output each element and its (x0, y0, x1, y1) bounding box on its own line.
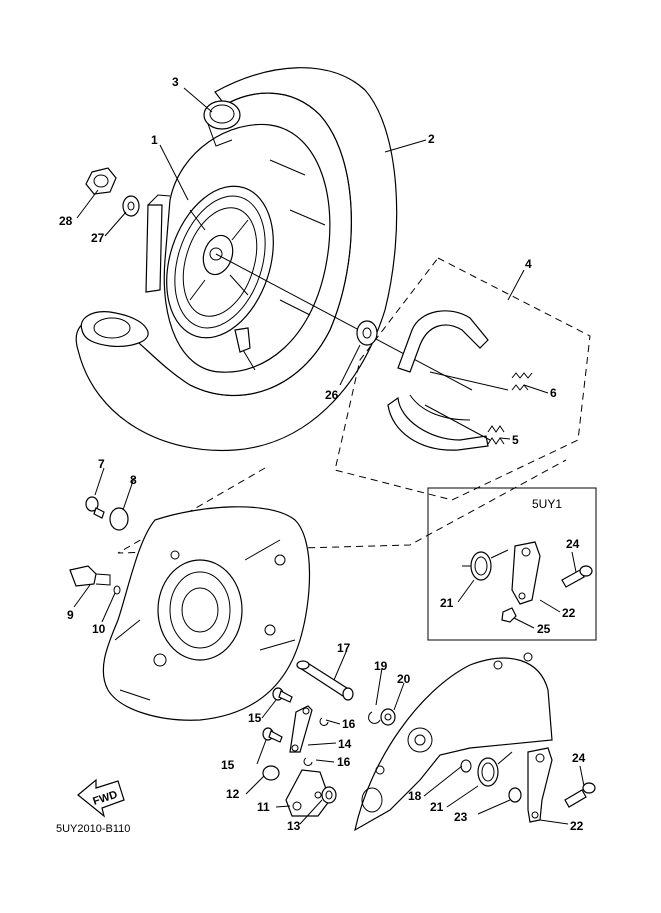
callout-3: 3 (172, 75, 179, 89)
axle-nut (85, 167, 117, 195)
callout-18: 18 (408, 789, 422, 803)
circlip-19 (368, 711, 381, 724)
wheel-rim (145, 123, 331, 373)
return-spring-21b (477, 751, 513, 787)
callout-1: 1 (151, 133, 158, 147)
cap-washer (262, 765, 280, 781)
callout-16a: 16 (342, 717, 356, 731)
variant-inset-box (427, 487, 597, 641)
callout-14: 14 (338, 737, 352, 751)
brake-shoe-kit-outline (334, 257, 591, 501)
callout-19: 19 (374, 659, 388, 673)
callout-6: 6 (550, 386, 557, 400)
circlip-13 (321, 786, 337, 804)
callout-25: 25 (537, 622, 551, 636)
axle-centerline (215, 253, 473, 391)
callout-27: 27 (91, 231, 105, 245)
callout-17: 17 (337, 641, 351, 655)
callout-22a: 22 (562, 606, 576, 620)
callout-11: 11 (257, 800, 270, 814)
rear-tire (75, 67, 398, 452)
callout-8: 8 (130, 473, 137, 487)
drain-bolt (85, 496, 105, 519)
inset-bolt (561, 565, 593, 588)
callout-15b: 15 (221, 758, 235, 772)
plain-washer (122, 195, 140, 217)
leader-lines (73, 87, 585, 825)
callout-22b: 22 (570, 819, 584, 833)
bolt-15a (272, 687, 293, 703)
gasket-washer (109, 507, 129, 531)
diagram-code: 5UY2010-B110 (56, 823, 130, 835)
brake-camshaft (296, 660, 354, 701)
callout-12: 12 (226, 787, 240, 801)
callout-13: 13 (287, 819, 301, 833)
callout-26: 26 (325, 388, 339, 402)
camshaft-lever (289, 705, 313, 753)
callout-15a: 15 (248, 711, 262, 725)
drive-cover (354, 652, 553, 832)
callout-24b: 24 (572, 751, 586, 765)
callout-7: 7 (98, 457, 105, 471)
washer-20 (380, 708, 396, 726)
callout-4: 4 (525, 257, 532, 271)
bolt-24b (564, 782, 596, 808)
callout-10: 10 (92, 622, 106, 636)
inset-brake-lever (511, 541, 541, 605)
thrust-washer (356, 320, 378, 346)
callout-23: 23 (454, 810, 468, 824)
o-ring (113, 585, 121, 595)
fwd-arrow-icon: FWD (77, 778, 125, 818)
brake-shoe-kit (387, 310, 533, 451)
breather-plug (69, 565, 111, 587)
callout-21b: 21 (430, 800, 444, 814)
inset-variant-label: 5UY1 (532, 497, 562, 511)
callout-2: 2 (428, 132, 435, 146)
bolt-15b (262, 727, 283, 743)
callout-28: 28 (59, 214, 73, 228)
callout-5: 5 (512, 433, 519, 447)
callout-16b: 16 (337, 755, 351, 769)
clip-16b (303, 757, 313, 766)
washer-23 (508, 787, 522, 803)
callout-9: 9 (67, 608, 74, 622)
callout-20: 20 (397, 672, 411, 686)
callout-21a: 21 (440, 596, 454, 610)
inset-return-spring (462, 549, 509, 581)
callout-numbers: 3 1 2 28 27 4 6 5 26 7 8 9 10 17 19 20 1… (59, 75, 586, 833)
callout-24a: 24 (566, 537, 580, 551)
brake-lever-22b (527, 747, 553, 823)
inset-nut (501, 607, 517, 623)
clip-16a (319, 717, 329, 726)
tire-valve (203, 100, 241, 147)
brake-plate-case (102, 506, 311, 721)
